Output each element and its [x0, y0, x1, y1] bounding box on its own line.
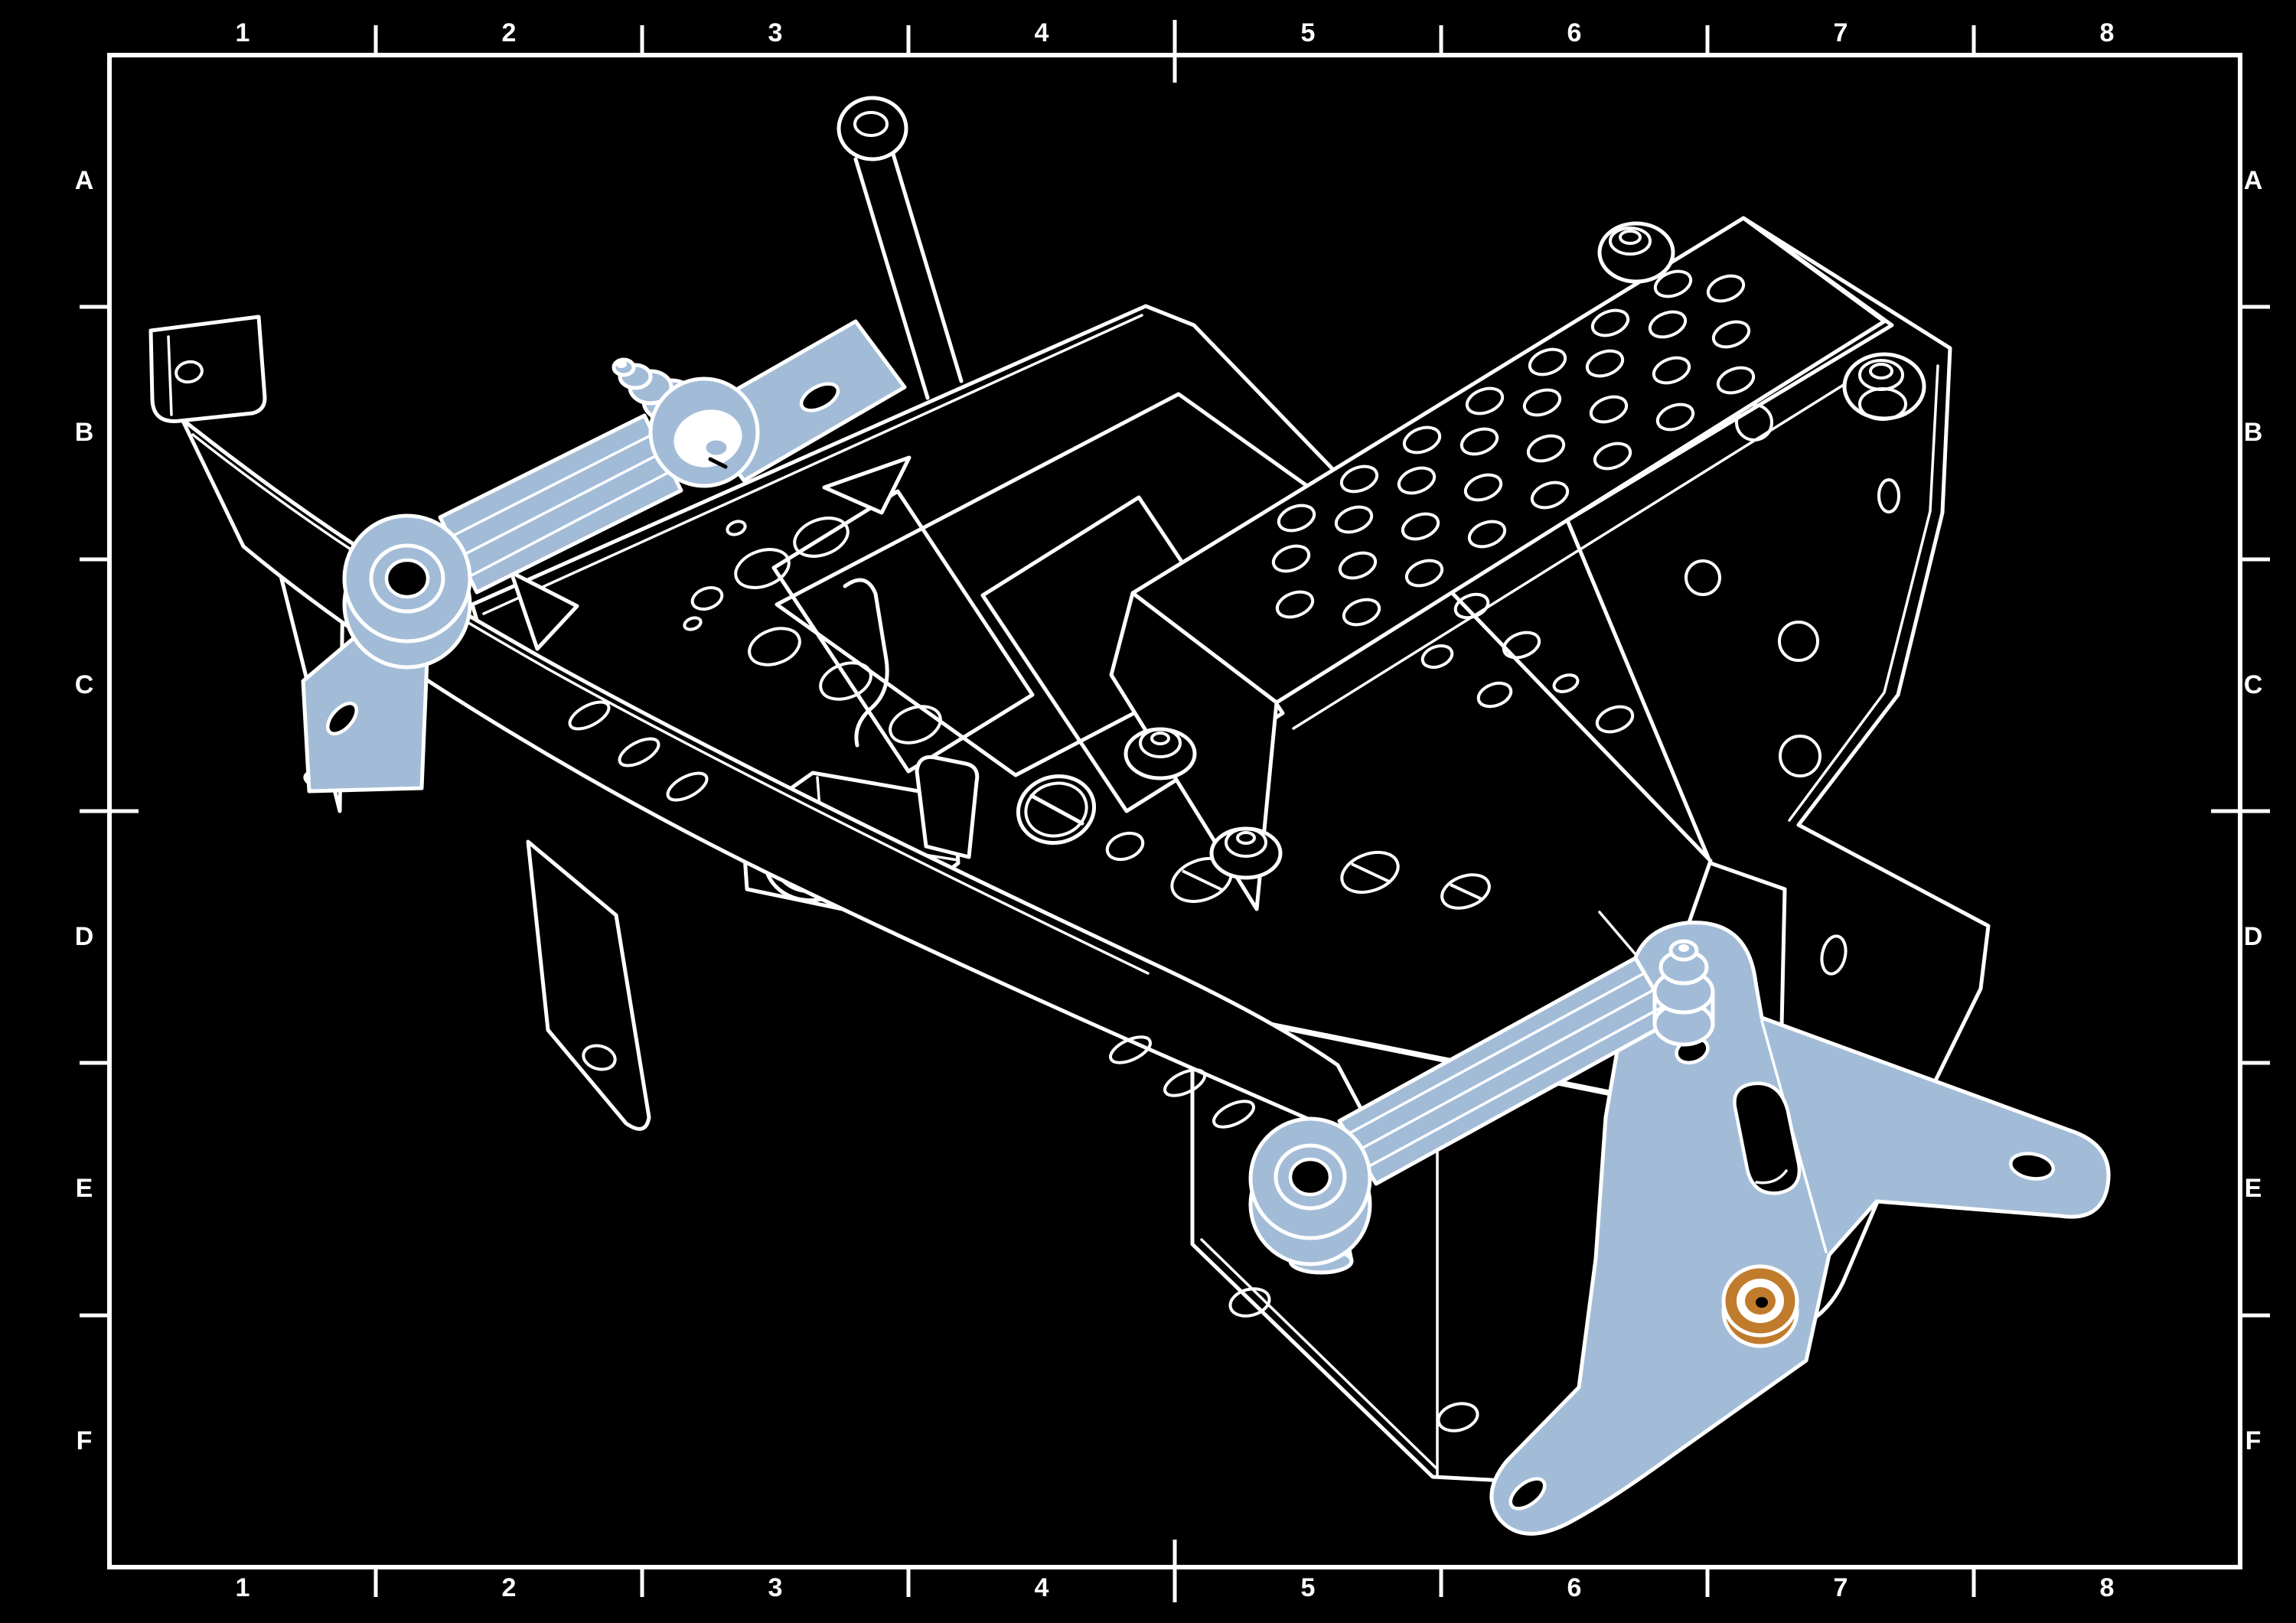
dome-boss — [1209, 826, 1283, 880]
eyelet-boss — [1842, 352, 1926, 421]
zone-column-label: 6 — [1567, 18, 1582, 47]
zone-column-label: 6 — [1567, 1572, 1582, 1602]
zone-column-label: 7 — [1833, 1572, 1848, 1602]
teardrop-hole — [1733, 1081, 1802, 1195]
zone-ruler-left: A B C D E F — [67, 55, 101, 1567]
zone-column-label: 8 — [2099, 1572, 2115, 1602]
zone-row-label: E — [75, 1174, 93, 1204]
zone-row-label: E — [2244, 1174, 2262, 1204]
zone-column-label: 4 — [1034, 18, 1049, 47]
zone-ruler-bottom: 1 2 3 4 5 6 7 8 — [109, 1572, 2240, 1604]
zone-row-label: C — [74, 670, 94, 699]
cutout-a — [771, 489, 1035, 774]
slotted-screw — [1016, 774, 1097, 846]
zone-row-label: C — [2243, 670, 2263, 699]
zone-column-label: 3 — [768, 18, 783, 47]
eyelet-boss — [1597, 221, 1675, 284]
zone-column-label: 8 — [2099, 18, 2115, 47]
zone-row-label: A — [74, 166, 94, 196]
zone-row-label: B — [2243, 418, 2263, 448]
zone-column-label: 3 — [768, 1572, 783, 1602]
mast-eyelet-tab — [837, 96, 964, 400]
zone-column-label: 5 — [1300, 1572, 1316, 1602]
sheet-frame — [80, 20, 2270, 1602]
pivot-bracket — [1489, 921, 2111, 1536]
zone-column-label: 5 — [1300, 18, 1316, 47]
zone-ruler-top: 1 2 3 4 5 6 7 8 — [109, 17, 2240, 49]
upper-link-arm — [342, 376, 760, 670]
upper-link-assembly — [301, 319, 907, 794]
rail-tab — [526, 839, 651, 1131]
bent-tab — [843, 578, 889, 748]
zone-column-label: 7 — [1833, 18, 1848, 47]
bushing — [1721, 1264, 1799, 1348]
zone-row-label: F — [76, 1426, 93, 1455]
right-side-plate — [1565, 216, 1991, 1328]
zone-column-label: 1 — [235, 18, 250, 47]
left-mounting-bracket — [148, 314, 267, 423]
zone-column-label: 2 — [501, 18, 517, 47]
zone-row-label: D — [2243, 922, 2263, 952]
zone-row-label: F — [2245, 1426, 2262, 1455]
lower-link-arm — [1248, 939, 1715, 1275]
assembly-view — [148, 96, 2111, 1536]
zone-row-label: A — [2243, 166, 2263, 196]
zone-row-label: B — [74, 418, 94, 448]
front-rail — [180, 417, 1386, 1154]
zone-row-label: D — [74, 922, 94, 952]
zone-column-label: 4 — [1034, 1572, 1049, 1602]
nut-stack — [1652, 939, 1715, 1047]
perforated-mounting-plate — [1109, 216, 1926, 911]
zone-column-label: 2 — [501, 1572, 517, 1602]
hole-pattern — [1271, 269, 1756, 627]
dome-boss — [1124, 727, 1197, 781]
lower-link-assembly — [1248, 921, 2111, 1536]
zone-column-label: 1 — [235, 1572, 250, 1602]
zone-ruler-right: A B C D E F — [2236, 55, 2270, 1567]
